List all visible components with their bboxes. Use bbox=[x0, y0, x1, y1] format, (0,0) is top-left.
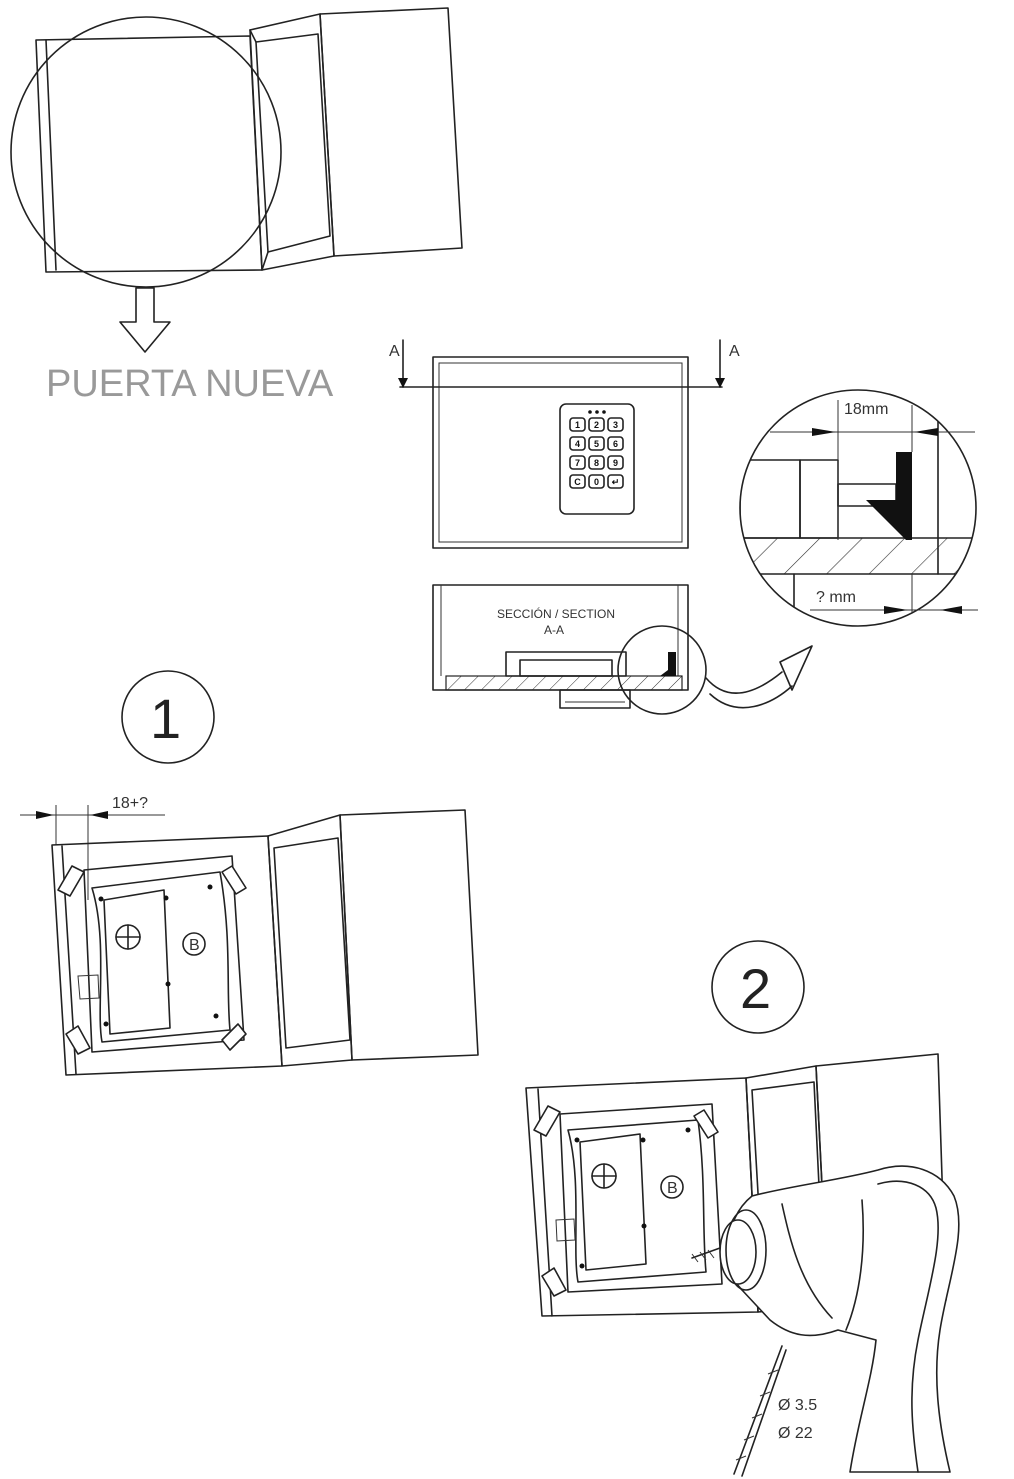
drill-large: Ø 22 bbox=[778, 1425, 813, 1442]
keypad-key bbox=[569, 455, 586, 470]
keypad-key bbox=[607, 455, 624, 470]
dim-offset: 18+? bbox=[112, 795, 148, 812]
keypad-key-label: 3 bbox=[613, 420, 618, 430]
keypad-key-label: 5 bbox=[594, 439, 599, 449]
keypad-key bbox=[607, 474, 624, 489]
keypad-key-label: 0 bbox=[594, 477, 599, 487]
keypad-key-label: 8 bbox=[594, 458, 599, 468]
mark-b-step1: B bbox=[189, 937, 200, 954]
dim-18mm: 18mm bbox=[844, 401, 888, 418]
step-1-number: 1 bbox=[150, 687, 181, 750]
keypad-key-label: ↵ bbox=[612, 477, 620, 487]
cabinet-top bbox=[10, 7, 463, 288]
keypad-key bbox=[607, 436, 624, 451]
cabinet-step2: B Ø 3.5 Ø 22 bbox=[525, 1053, 960, 1477]
cut-mark-right: A bbox=[729, 343, 740, 360]
keypad-key-label: 9 bbox=[613, 458, 618, 468]
keypad-key-label: C bbox=[574, 477, 581, 487]
keypad-key-label: 6 bbox=[613, 439, 618, 449]
keypad-key bbox=[607, 417, 624, 432]
keypad-key bbox=[569, 417, 586, 432]
drill-small: Ø 3.5 bbox=[778, 1397, 817, 1414]
down-arrow-icon bbox=[119, 287, 171, 353]
keypad-key bbox=[588, 436, 605, 451]
keypad-key-label: 7 bbox=[575, 458, 580, 468]
cabinet-step1: 18+? B bbox=[20, 795, 479, 1076]
mark-b-step2: B bbox=[667, 1180, 678, 1197]
step-2-number: 2 bbox=[740, 957, 771, 1020]
step-2-circle bbox=[711, 940, 805, 1034]
keypad bbox=[559, 403, 635, 515]
detail-zoom: 18mm ? mm bbox=[739, 389, 978, 627]
new-door-label: PUERTA NUEVA bbox=[46, 363, 334, 405]
section-title: SECCIÓN / SECTION bbox=[497, 606, 615, 621]
cut-mark-left: A bbox=[389, 343, 400, 360]
door-front-view: A A 1 2 3 4 5 6 7 8 9C 0 ↵ bbox=[389, 339, 740, 549]
keypad-key bbox=[588, 417, 605, 432]
keypad-key bbox=[588, 474, 605, 489]
step-1-circle bbox=[121, 670, 215, 764]
section-view: SECCIÓN / SECTION A-A bbox=[432, 584, 813, 715]
keypad-key bbox=[569, 436, 586, 451]
keypad-key bbox=[588, 455, 605, 470]
keypad-key-label: 1 bbox=[575, 420, 580, 430]
detail-circle bbox=[10, 16, 282, 288]
keypad-key-label: 2 bbox=[594, 420, 599, 430]
dim-unknown: ? mm bbox=[816, 589, 856, 606]
keypad-key-label: 4 bbox=[575, 439, 580, 449]
section-name: A-A bbox=[544, 623, 564, 637]
keypad-key bbox=[569, 474, 586, 489]
